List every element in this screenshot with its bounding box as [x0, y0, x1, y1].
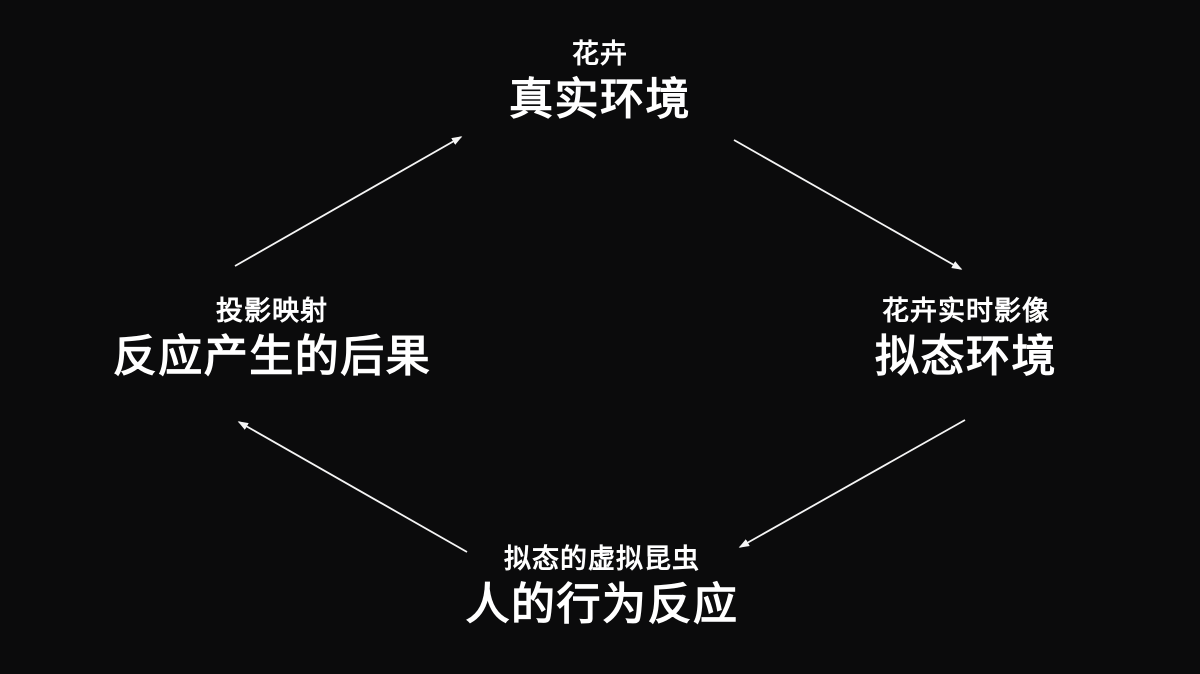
- node-annotation: 投影映射: [216, 296, 328, 326]
- node-reaction-consequence: 投影映射 反应产生的后果: [113, 295, 432, 384]
- node-human-behavior-response: 拟态的虚拟昆虫 人的行为反应: [466, 543, 739, 632]
- node-mimetic-environment: 花卉实时影像 拟态环境: [875, 295, 1057, 384]
- node-title: 人的行为反应: [465, 579, 739, 629]
- node-title: 真实环境: [509, 74, 691, 124]
- node-real-environment: 花卉 真实环境: [509, 38, 691, 127]
- node-annotation: 拟态的虚拟昆虫: [504, 544, 700, 574]
- arrow-top-to-right: [733, 139, 963, 270]
- node-title: 拟态环境: [875, 331, 1057, 381]
- node-annotation: 花卉: [572, 39, 628, 69]
- arrow-left-to-top: [234, 136, 463, 267]
- node-title: 反应产生的后果: [112, 331, 432, 381]
- node-annotation: 花卉实时影像: [882, 296, 1050, 326]
- arrow-right-to-bottom: [738, 419, 966, 548]
- arrow-bottom-to-left: [237, 421, 468, 553]
